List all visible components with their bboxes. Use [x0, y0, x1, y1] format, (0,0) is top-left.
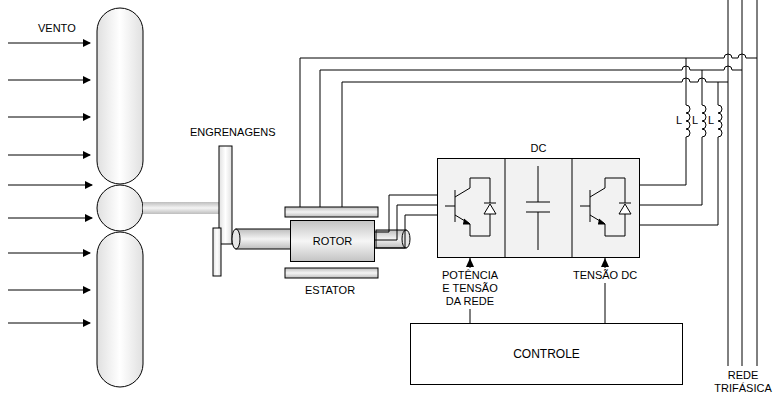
drawing-part [505, 158, 506, 258]
stator-label: ESTATOR [305, 284, 355, 297]
rotor-box: ROTOR [290, 220, 375, 262]
drawing-part [8, 323, 90, 324]
drawing-part [580, 206, 590, 207]
drawing-part [640, 58, 690, 185]
rotor-blades [97, 8, 143, 387]
arrow-head [601, 258, 609, 267]
drawing-part [590, 178, 625, 197]
wind-label: VENTO [38, 22, 76, 35]
drawing-part [490, 196, 491, 203]
drawing-part [8, 117, 90, 118]
drawing-part [538, 212, 539, 250]
connector-line [375, 195, 437, 232]
box-label: CONTROLE [513, 348, 580, 361]
drawing-part [285, 207, 378, 217]
gearbox-label: ENGRENAGENS [190, 126, 276, 139]
drawing-part [526, 202, 550, 203]
drawing-part [97, 185, 143, 231]
control-box: CONTROLE [410, 323, 683, 385]
drawing-part [445, 206, 455, 207]
main-shaft [143, 202, 219, 214]
drawing-part [640, 70, 706, 205]
inductor-label: L [708, 114, 714, 127]
drawing-part [97, 8, 143, 184]
stator [285, 207, 378, 278]
drawing-part [8, 80, 90, 81]
drawing-part [590, 214, 625, 236]
drawing-part [8, 155, 90, 156]
drawing-part [8, 218, 92, 219]
box-heading: DC [438, 142, 639, 155]
box-label: ROTOR [313, 235, 353, 248]
signal-label: POTÊNCIA E TENSÃO DA REDE [437, 268, 503, 309]
drawing-part [742, 0, 743, 366]
drawing-part [463, 219, 470, 224]
drawing-part [538, 166, 539, 202]
drawing-part [625, 196, 626, 203]
drawing-part [640, 82, 722, 225]
drawing-part [484, 204, 496, 214]
converter-body [437, 158, 640, 258]
drawing-part [728, 0, 729, 366]
drawing-part [402, 230, 410, 248]
drawing-part [8, 43, 90, 44]
igbt-symbol [580, 178, 631, 236]
connector-line [375, 205, 437, 240]
gearbox [213, 146, 232, 276]
drawing-part [619, 204, 631, 214]
drawing-part [437, 158, 640, 258]
inductor-wires [640, 58, 722, 225]
inductor-label: L [692, 114, 698, 127]
signal-label: TENSÃO DC [568, 268, 642, 283]
drawing-part [757, 0, 758, 366]
connector [375, 195, 437, 248]
drawing-part [8, 253, 90, 254]
wind-arrows [8, 43, 92, 323]
drawing-part [236, 229, 292, 249]
drawing-part [285, 268, 378, 278]
drawing-part [97, 232, 143, 387]
grid-label: REDE TRIFÁSICA [712, 369, 774, 395]
connector-line [375, 215, 437, 248]
drawing-part [598, 219, 605, 224]
capacitor-symbol [526, 166, 550, 250]
drawing-part [8, 290, 90, 291]
drawing-part [213, 228, 221, 276]
igbt-symbol [445, 178, 496, 236]
drawing-part [572, 158, 573, 258]
drawing-part [8, 185, 92, 186]
inductor-label: L [676, 114, 682, 127]
grid-bus [728, 0, 757, 366]
drawing-part [455, 214, 490, 236]
arrow-head [466, 258, 474, 267]
converter-box: DC [437, 158, 640, 258]
drawing-part [455, 178, 490, 197]
drawing-part [232, 229, 240, 249]
